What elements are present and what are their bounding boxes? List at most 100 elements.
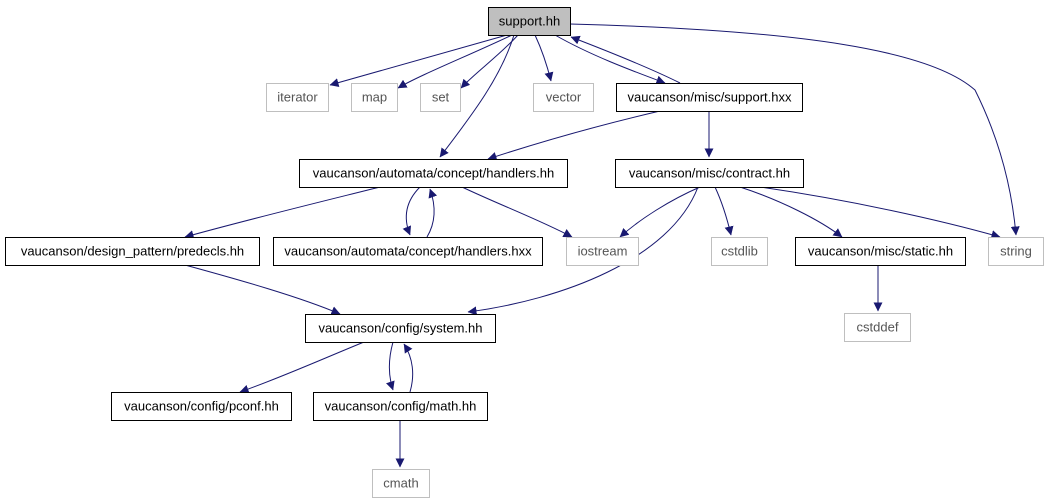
edge-handlers_hh-to-iostream: [461, 186, 573, 238]
edge-arrow: [570, 35, 681, 84]
node-box: [844, 313, 911, 342]
node-box: [420, 83, 461, 112]
edge-arrow: [619, 186, 701, 238]
node-string: string: [988, 237, 1044, 266]
edge-system_hh-to-math_hh: [386, 341, 395, 391]
node-label: iterator: [277, 89, 318, 104]
edge-support_hh-to-iterator: [329, 34, 508, 88]
node-label: vaucanson/automata/concept/handlers.hxx: [284, 243, 532, 258]
node-iterator: iterator: [266, 83, 329, 112]
node-box: [533, 83, 594, 112]
edge-contract_hh-to-static_hh: [739, 186, 843, 238]
edge-support_hh-to-string: [569, 23, 1020, 236]
node-box: [5, 237, 260, 266]
node-handlers-hxx[interactable]: vaucanson/automata/concept/handlers.hxx: [273, 237, 543, 266]
node-box: [372, 469, 430, 498]
node-math-hh[interactable]: vaucanson/config/math.hh: [313, 392, 488, 421]
edge-arrow: [329, 34, 508, 88]
node-label: support.hh: [499, 13, 560, 28]
edge-contract_hh-to-cstdlib: [714, 186, 734, 236]
edge-contract_hh-to-iostream: [619, 186, 701, 238]
edge-arrow: [461, 186, 573, 238]
edge-support_hh-to-map: [397, 34, 513, 89]
edge-arrow: [397, 34, 513, 89]
edge-handlers_hh-to-predecls_hh: [184, 186, 381, 240]
node-label: vaucanson/config/pconf.hh: [124, 398, 279, 413]
node-label: set: [432, 89, 450, 104]
edge-arrow: [426, 188, 438, 238]
edge-support_hxx-to-handlers_hh: [487, 110, 661, 161]
node-box: [488, 7, 571, 36]
node-box: [615, 159, 804, 188]
edge-support_hh-to-set: [460, 34, 519, 89]
node-static-hh[interactable]: vaucanson/misc/static.hh: [795, 237, 966, 266]
node-cmath: cmath: [372, 469, 430, 498]
edge-contract_hh-to-system_hh: [467, 186, 699, 316]
edge-system_hh-to-pconf_hh: [239, 341, 365, 394]
node-box: [111, 392, 292, 421]
nodes-layer: support.hh iterator map set vector vaucanson/…: [5, 7, 1044, 498]
edges-layer: [184, 23, 1020, 468]
edge-arrow: [554, 34, 666, 85]
node-box: [305, 314, 496, 343]
edge-support_hh-to-vector: [534, 34, 554, 82]
node-iostream: iostream: [566, 237, 639, 266]
edge-contract_hh-to-string: [759, 186, 1001, 239]
node-set: set: [420, 83, 461, 112]
node-box: [273, 237, 543, 266]
node-label: map: [362, 89, 387, 104]
node-box: [711, 237, 768, 266]
node-box: [299, 159, 568, 188]
edge-arrow: [403, 343, 414, 393]
edge-arrow: [386, 341, 395, 391]
edge-arrow: [487, 110, 661, 161]
edge-handlers_hh-to-handlers_hxx: [402, 186, 421, 236]
node-label: vaucanson/misc/support.hxx: [627, 89, 792, 104]
node-box: [795, 237, 966, 266]
node-cstdlib: cstdlib: [711, 237, 768, 266]
edge-arrow: [739, 186, 843, 238]
node-box: [351, 83, 398, 112]
node-box: [566, 237, 639, 266]
edge-arrow: [467, 186, 699, 316]
edge-arrow: [184, 264, 341, 315]
edge-support_hh-to-support_hxx: [554, 34, 666, 85]
node-vector: vector: [533, 83, 594, 112]
edge-arrow: [569, 23, 1020, 236]
edge-support_hxx-to-support_hh: [570, 35, 681, 84]
node-label: vaucanson/config/math.hh: [325, 398, 477, 413]
node-label: cstddef: [857, 319, 899, 334]
edge-arrow: [239, 341, 365, 394]
edge-math_hh-to-system_hh: [403, 343, 414, 393]
node-label: vaucanson/automata/concept/handlers.hh: [313, 165, 554, 180]
edge-predecls_hh-to-system_hh: [184, 264, 341, 315]
node-label: vaucanson/design_pattern/predecls.hh: [21, 243, 244, 258]
edge-support_hh-to-handlers_hh: [439, 34, 515, 158]
node-label: vaucanson/misc/contract.hh: [629, 165, 790, 180]
node-predecls-hh[interactable]: vaucanson/design_pattern/predecls.hh: [5, 237, 260, 266]
edge-arrow: [439, 34, 515, 158]
node-label: vaucanson/misc/static.hh: [808, 243, 953, 258]
node-pconf-hh[interactable]: vaucanson/config/pconf.hh: [111, 392, 292, 421]
node-label: cstdlib: [721, 243, 758, 258]
edge-arrow: [184, 186, 381, 240]
node-label: cmath: [383, 475, 418, 490]
node-support-hxx[interactable]: vaucanson/misc/support.hxx: [616, 83, 803, 112]
node-label: vector: [546, 89, 582, 104]
node-contract-hh[interactable]: vaucanson/misc/contract.hh: [615, 159, 804, 188]
node-support-hh[interactable]: support.hh: [488, 7, 571, 36]
edge-arrow: [714, 186, 734, 236]
node-box: [266, 83, 329, 112]
node-handlers-hh[interactable]: vaucanson/automata/concept/handlers.hh: [299, 159, 568, 188]
node-label: vaucanson/config/system.hh: [318, 320, 482, 335]
node-system-hh[interactable]: vaucanson/config/system.hh: [305, 314, 496, 343]
node-box: [988, 237, 1044, 266]
node-label: iostream: [578, 243, 628, 258]
edge-arrow: [460, 34, 519, 89]
edge-arrow: [759, 186, 1001, 239]
node-map: map: [351, 83, 398, 112]
edge-arrow: [402, 186, 421, 236]
edge-handlers_hxx-to-handlers_hh: [426, 188, 438, 238]
node-label: string: [1000, 243, 1032, 258]
